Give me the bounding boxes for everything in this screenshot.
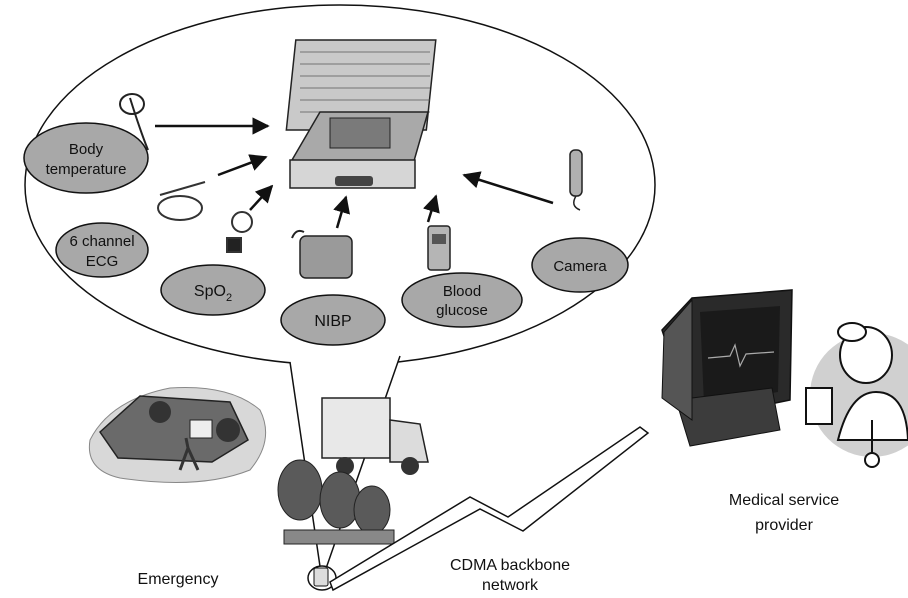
ecg-label-2: ECG [86,253,119,270]
car-accident-scene [88,387,267,483]
nibp-label: NIBP [314,313,351,330]
computer-monitor-icon [661,289,793,447]
body-temperature-label-1: Body [69,141,104,158]
spo2-node: SpO2 [160,264,266,316]
glucose-meter-icon [427,225,451,271]
arrow-spo2 [249,184,274,211]
arrow-nibp [333,195,351,229]
nibp-node: NIBP [280,294,386,346]
body-temperature-node: Body temperature [23,122,149,194]
camera-label: Camera [553,258,607,275]
body-temperature-label-2: temperature [46,161,127,178]
arrow-camera [462,171,554,205]
provider-label-2: provider [755,517,813,534]
provider-label-1: Medical service [729,492,839,509]
camera-icon [569,149,583,211]
cdma-lightning-bolt [329,426,650,592]
ambulance-scene [277,397,429,545]
spo2-probe-icon [226,211,253,253]
network-label-1: CDMA backbone [450,557,570,574]
doctor-icon [805,322,908,468]
bp-cuff-icon [291,229,353,279]
blood-glucose-node: Blood glucose [401,272,523,328]
portable-monitor-case [285,39,437,189]
network-label-2: network [482,577,539,594]
thermometer-probe-icon [119,93,149,151]
ecg-label-1: 6 channel [69,233,134,250]
emergency-label: Emergency [138,571,219,588]
arrow-ecg [217,154,268,177]
mobile-terminal-icon [307,565,337,591]
spo2-label: SpO2 [194,283,232,304]
arrow-glucose [423,194,440,223]
ecg-cable-icon [157,181,206,221]
camera-node: Camera [531,237,629,293]
blood-glucose-label-1: Blood [443,283,481,300]
ecg-node: 6 channel ECG [55,222,149,278]
blood-glucose-label-2: glucose [436,302,488,319]
